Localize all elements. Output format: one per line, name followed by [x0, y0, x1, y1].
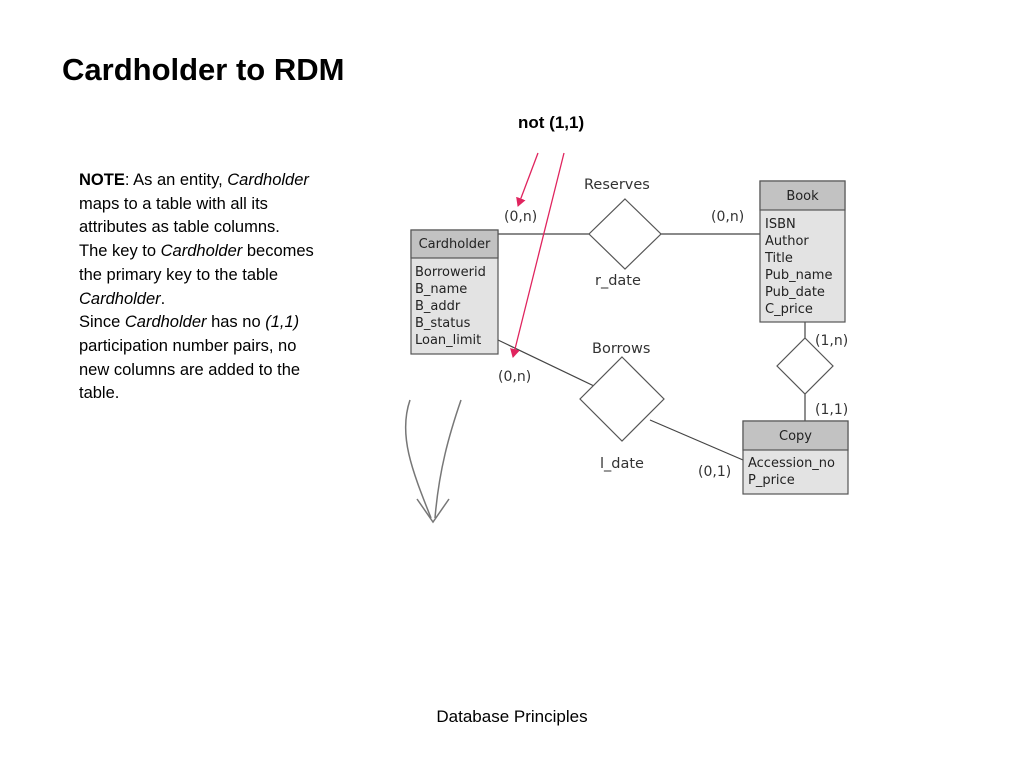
down-arrow-right-stroke — [434, 399, 462, 519]
entity-book: Book ISBN Author Title Pub_name Pub_date… — [759, 180, 846, 323]
cardinality-reserves-book: (0,n) — [711, 209, 744, 225]
arrow-to-reserves-cardinality — [516, 152, 539, 207]
borrows-diamond — [579, 356, 665, 442]
copy-header — [742, 420, 849, 451]
down-arrow-left-stroke — [404, 399, 432, 519]
entity-copy: Copy Accession_no P_price — [742, 420, 849, 495]
reserves-label: Reserves — [584, 177, 650, 193]
cardholder-title: Cardholder — [419, 237, 491, 252]
cardholder-attr-b-status: B_status — [415, 316, 471, 331]
note-text-6: Since — [79, 313, 125, 332]
book-title: Book — [786, 189, 819, 204]
down-arrow-icon — [404, 399, 462, 524]
book-copy-diamond — [776, 337, 834, 395]
borrows-label: Borrows — [592, 341, 650, 357]
note-text-2: maps to a table with all its attributes … — [79, 194, 280, 237]
copy-attr-p-price: P_price — [748, 473, 795, 488]
cardholder-header — [410, 229, 499, 259]
note-cardholder-2: Cardholder — [160, 242, 243, 261]
line-cardholder-borrows — [497, 339, 595, 387]
note-text-7: has no — [206, 313, 266, 332]
note-cardholder-3: Cardholder — [79, 289, 161, 308]
footer-text: Database Principles — [436, 707, 588, 726]
reserves-diamond — [588, 198, 662, 270]
cardholder-attr-b-name: B_name — [415, 282, 467, 297]
book-attr-isbn: ISBN — [765, 217, 796, 232]
cardinality-borrows-copy: (0,1) — [698, 464, 731, 480]
line-borrows-copy — [649, 419, 744, 461]
note-text-5: . — [160, 289, 166, 308]
cardinality-copy-side: (1,1) — [815, 402, 848, 418]
cardholder-attr-loan-limit: Loan_limit — [415, 333, 481, 348]
note-text-3: The key to — [79, 242, 161, 261]
r-date-label: r_date — [595, 273, 641, 289]
cardinality-book-side: (1,n) — [815, 333, 848, 349]
cardinality-reserves-cardholder: (0,n) — [504, 209, 537, 225]
down-arrow-head — [416, 498, 450, 524]
cardinality-borrows-cardholder: (0,n) — [498, 369, 531, 385]
cardholder-attr-b-addr: B_addr — [415, 299, 461, 314]
annotation-arrows — [510, 152, 565, 358]
not-one-one-annotation: not (1,1) — [518, 113, 584, 132]
copy-attr-accession-no: Accession_no — [748, 456, 835, 471]
slide-title: Cardholder to RDM — [62, 52, 345, 87]
cardholder-attr-borrowerid: Borrowerid — [415, 265, 486, 280]
book-attr-c-price: C_price — [765, 302, 813, 317]
l-date-label: l_date — [600, 456, 644, 472]
book-attr-title: Title — [764, 251, 793, 266]
note-participation-pair: (1,1) — [265, 313, 300, 332]
note-cardholder-4: Cardholder — [124, 313, 207, 332]
book-header — [759, 180, 846, 211]
note-text-1: : As an entity, — [124, 171, 228, 189]
note-text-8: participation number pairs, no new colum… — [79, 336, 301, 403]
copy-title: Copy — [779, 429, 812, 444]
note-text-4: becomes the primary key to the table — [79, 242, 314, 284]
book-attr-pub-name: Pub_name — [765, 268, 832, 283]
book-attr-author: Author — [765, 234, 809, 249]
arrow-to-borrows-cardinality — [510, 152, 565, 358]
entity-cardholder: Cardholder Borrowerid B_name B_addr B_st… — [410, 229, 499, 355]
note-label: NOTE — [79, 171, 125, 189]
note-cardholder-1: Cardholder — [227, 171, 309, 189]
book-attr-pub-date: Pub_date — [765, 285, 825, 300]
note-text: NOTE: As an entity, Cardholder maps to a… — [79, 169, 314, 406]
